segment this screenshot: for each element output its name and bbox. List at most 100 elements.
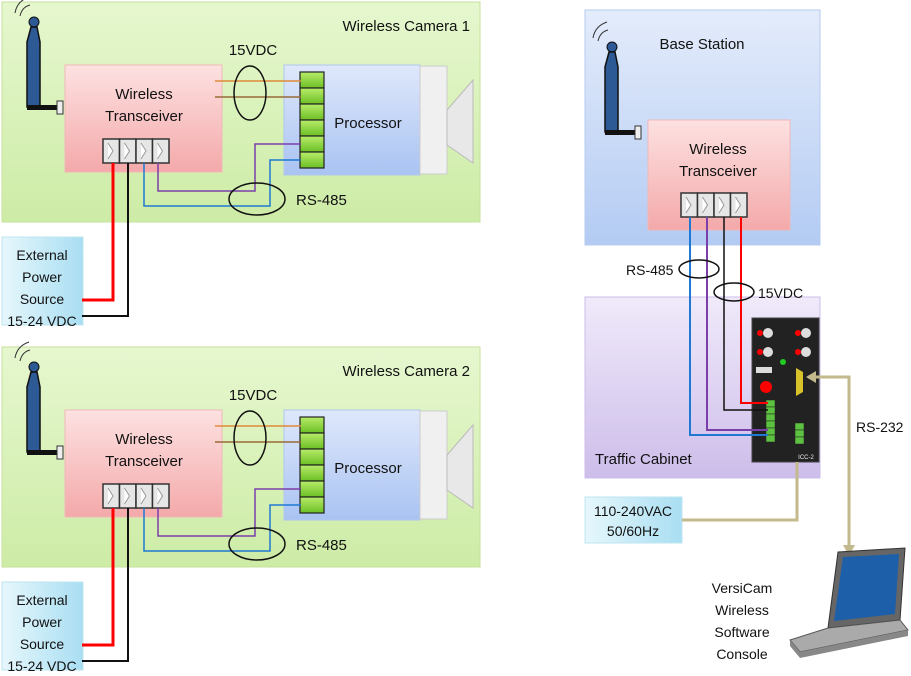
knob-icon <box>801 328 811 338</box>
cable-bundle-ellipse <box>228 527 286 561</box>
processor-label: Processor <box>334 115 402 132</box>
status-led <box>795 349 801 355</box>
terminal-block <box>299 119 325 137</box>
rs485-wire <box>706 217 768 431</box>
cable-bundle-ellipse <box>233 410 267 466</box>
arrow-icon <box>806 371 816 383</box>
port-bevel <box>124 487 131 505</box>
transceiver-label: Transceiver <box>105 453 183 470</box>
external-power-source <box>1 236 84 326</box>
knob-icon <box>763 347 773 357</box>
port-bevel <box>157 487 164 505</box>
port-bevel <box>735 196 742 214</box>
cable-bundle-ellipse <box>713 282 755 302</box>
terminal-block <box>299 151 325 169</box>
transceiver-label: Transceiver <box>105 108 183 125</box>
antenna-cable <box>605 130 635 135</box>
signal-wave-icon <box>597 29 609 42</box>
external-power-label: 15-24 VDC <box>7 658 76 674</box>
laptop-screen <box>834 554 899 621</box>
online-led <box>780 359 786 365</box>
terminal-block <box>299 496 325 514</box>
port-bevel <box>685 196 692 214</box>
rs485-wire <box>143 159 301 207</box>
power-ground-wire <box>723 217 768 411</box>
terminal-block <box>299 448 325 466</box>
power-positive-wire <box>82 163 115 302</box>
port-bevel <box>107 487 114 505</box>
menu-button <box>760 381 772 393</box>
base-station-title: Base Station <box>659 36 744 53</box>
antenna-cable <box>27 450 57 455</box>
external-power-label: Power <box>22 614 62 630</box>
console-label: Console <box>716 646 768 662</box>
power-terminal <box>794 436 805 445</box>
power-positive-wire <box>740 217 768 404</box>
power-positive-wire <box>82 508 115 647</box>
antenna-cable <box>27 105 57 110</box>
camera-title: Wireless Camera 2 <box>342 363 470 380</box>
port-bevel <box>124 142 131 160</box>
antenna-icon <box>604 51 619 133</box>
mains-label: 110-240VAC <box>594 503 672 519</box>
console-label: Software <box>714 624 769 640</box>
icc2-label: ICC-2 <box>798 455 814 461</box>
port-bevel <box>140 487 147 505</box>
external-power-label: Source <box>20 636 65 652</box>
processor-label: Processor <box>334 460 402 477</box>
terminal-block <box>299 464 325 482</box>
external-power-label: Power <box>22 269 62 285</box>
signal-wave-icon <box>19 4 31 17</box>
power-label: 15VDC <box>229 42 278 59</box>
camera-lens <box>446 423 474 509</box>
transceiver-label: Wireless <box>689 141 747 158</box>
transceiver-label: Transceiver <box>679 163 757 180</box>
knob-icon <box>801 347 811 357</box>
traffic-cabinet-title: Traffic Cabinet <box>595 451 693 468</box>
rs232-cable <box>808 375 851 552</box>
terminal-block <box>299 135 325 153</box>
terminal-block <box>299 71 325 89</box>
signal-wave-icon <box>592 21 608 39</box>
rs485-wire <box>157 488 301 537</box>
cable-bundle-ellipse <box>678 259 720 279</box>
laptop-base <box>790 630 908 658</box>
port-bevel <box>107 142 114 160</box>
terminal-block <box>299 87 325 105</box>
signal-wave-icon <box>14 0 24 14</box>
status-led <box>757 349 763 355</box>
camera-title: Wireless Camera 1 <box>342 18 470 35</box>
external-power-label: External <box>16 247 67 263</box>
port-bevel <box>718 196 725 214</box>
rs485-label: RS-485 <box>296 192 347 209</box>
15vdc-label: 15VDC <box>758 285 803 301</box>
camera-lens-housing <box>419 65 448 175</box>
antenna-connector <box>634 125 642 140</box>
antenna-tip <box>28 361 40 373</box>
antenna-icon <box>26 26 41 108</box>
terminal-block <box>299 432 325 450</box>
rs232-label: RS-232 <box>856 419 904 435</box>
power-terminal <box>794 429 805 438</box>
rs485-wire <box>143 504 301 552</box>
knob-icon <box>763 328 773 338</box>
rs232-port <box>796 368 803 396</box>
antenna-tip <box>606 41 618 53</box>
camera-terminal <box>765 413 776 422</box>
cable-bundle-ellipse <box>228 182 286 216</box>
power-label: 15VDC <box>229 387 278 404</box>
power-terminal <box>794 422 805 431</box>
terminal-block <box>299 103 325 121</box>
external-power-source <box>1 581 84 671</box>
rs485-wire <box>157 143 301 192</box>
signal-wave-icon <box>19 349 31 362</box>
mains-label: 50/60Hz <box>607 523 659 539</box>
power-ground-wire <box>82 508 129 662</box>
icc2-device <box>751 317 820 463</box>
mains-cable <box>682 462 799 522</box>
antenna-connector <box>56 445 64 460</box>
rs485-label: RS-485 <box>296 537 347 554</box>
camera-lens <box>446 78 474 164</box>
